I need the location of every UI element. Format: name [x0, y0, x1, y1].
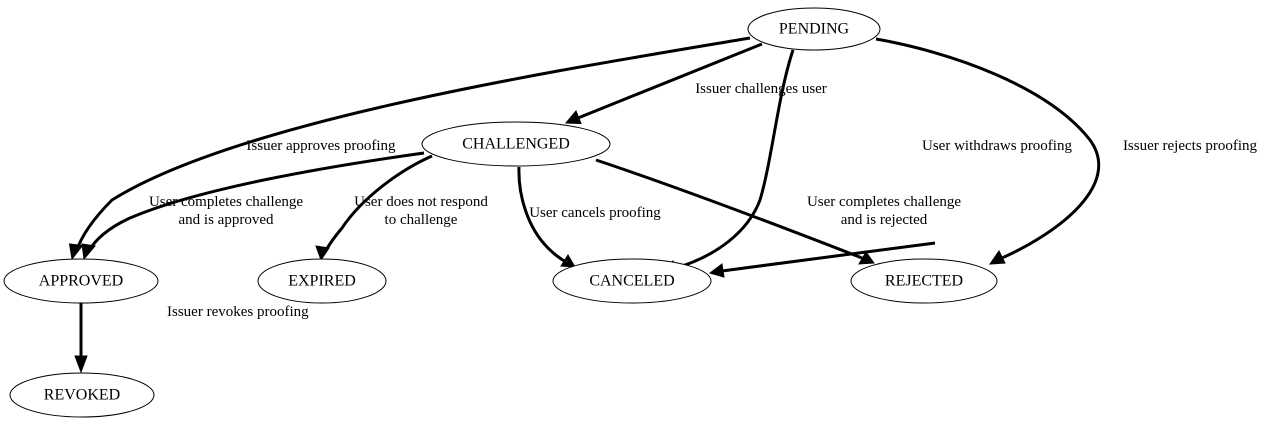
edge-arrowhead-challenged-rejected — [858, 251, 875, 265]
node-label-approved: APPROVED — [39, 273, 123, 290]
edge-arrowhead-approved-revoked — [74, 355, 88, 374]
edge-pending-approved[interactable]: Issuer approves proofing — [68, 36, 751, 261]
node-shape-approved — [3, 258, 159, 304]
node-label-rejected: REJECTED — [885, 273, 963, 290]
node-approved[interactable]: APPROVED — [3, 258, 159, 304]
node-shape-pending — [747, 7, 881, 51]
edge-label-pending-challenged: Issuer challenges user — [695, 81, 827, 97]
node-pending[interactable]: PENDING — [747, 7, 881, 51]
edge-path-challenged-approved — [86, 151, 425, 253]
edge-label-challenged-rejected-line2: and is rejected — [841, 212, 928, 228]
edge-pending-rejected[interactable]: Issuer rejects proofing — [875, 37, 1258, 265]
edge-challenged-approved[interactable]: User completes challenge and is approved — [81, 151, 425, 261]
edge-label-pending-canceled: User withdraws proofing — [922, 138, 1072, 154]
edge-challenged-rejected[interactable]: User completes challenge and is rejected — [595, 158, 961, 265]
edge-arrowhead-crossing-to-canceled — [708, 263, 725, 278]
edge-challenged-canceled[interactable]: User cancels proofing — [517, 166, 661, 268]
edge-label-challenged-rejected-line1: User completes challenge — [807, 194, 961, 210]
edge-path-pending-challenged — [577, 42, 763, 120]
edge-label-challenged-expired-line2: to challenge — [385, 212, 458, 228]
edge-path-challenged-canceled — [517, 166, 569, 265]
edge-arrowhead-pending-approved — [68, 243, 84, 261]
edge-path-pending-canceled — [675, 49, 795, 270]
edge-challenged-expired[interactable]: User does not respond to challenge — [315, 154, 488, 262]
edge-label-pending-approved: Issuer approves proofing — [246, 138, 396, 154]
node-shape-revoked — [9, 372, 155, 418]
node-label-revoked: REVOKED — [44, 387, 120, 404]
node-label-pending: PENDING — [779, 21, 850, 38]
node-expired[interactable]: EXPIRED — [257, 258, 387, 304]
edge-path-challenged-rejected — [595, 158, 863, 260]
edge-label-challenged-approved-line1: User completes challenge — [149, 194, 303, 210]
edge-crossing-to-canceled — [708, 241, 936, 278]
node-label-expired: EXPIRED — [288, 273, 356, 290]
edge-path-challenged-expired — [322, 154, 433, 255]
edge-label-pending-rejected: Issuer rejects proofing — [1123, 138, 1258, 154]
edge-path-pending-approved — [74, 36, 751, 253]
node-challenged[interactable]: CHALLENGED — [421, 121, 611, 167]
node-label-canceled: CANCELED — [589, 273, 674, 290]
node-canceled[interactable]: CANCELED — [552, 258, 712, 304]
node-shape-expired — [257, 258, 387, 304]
node-rejected[interactable]: REJECTED — [850, 258, 998, 304]
edge-label-approved-revoked: Issuer revokes proofing — [167, 304, 309, 320]
edge-arrowhead-challenged-canceled — [560, 254, 576, 268]
node-shape-rejected — [850, 258, 998, 304]
edge-arrowhead-pending-challenged — [564, 110, 582, 125]
edge-label-challenged-expired-line1: User does not respond — [354, 194, 488, 210]
edge-path-pending-rejected — [875, 37, 1101, 260]
edge-approved-revoked[interactable]: Issuer revokes proofing — [74, 303, 309, 374]
edge-arrowhead-challenged-expired — [315, 245, 330, 262]
node-label-challenged: CHALLENGED — [462, 136, 570, 153]
node-shape-canceled — [552, 258, 712, 304]
node-shape-challenged — [421, 121, 611, 167]
edge-label-challenged-approved-line2: and is approved — [179, 212, 274, 228]
edge-label-challenged-canceled: User cancels proofing — [529, 205, 661, 221]
edge-pending-challenged[interactable]: Issuer challenges user — [564, 42, 827, 125]
edge-arrowhead-pending-rejected — [988, 250, 1006, 265]
node-revoked[interactable]: REVOKED — [9, 372, 155, 418]
edge-arrowhead-challenged-approved — [81, 243, 96, 261]
edge-path-crossing-to-canceled — [721, 241, 936, 273]
